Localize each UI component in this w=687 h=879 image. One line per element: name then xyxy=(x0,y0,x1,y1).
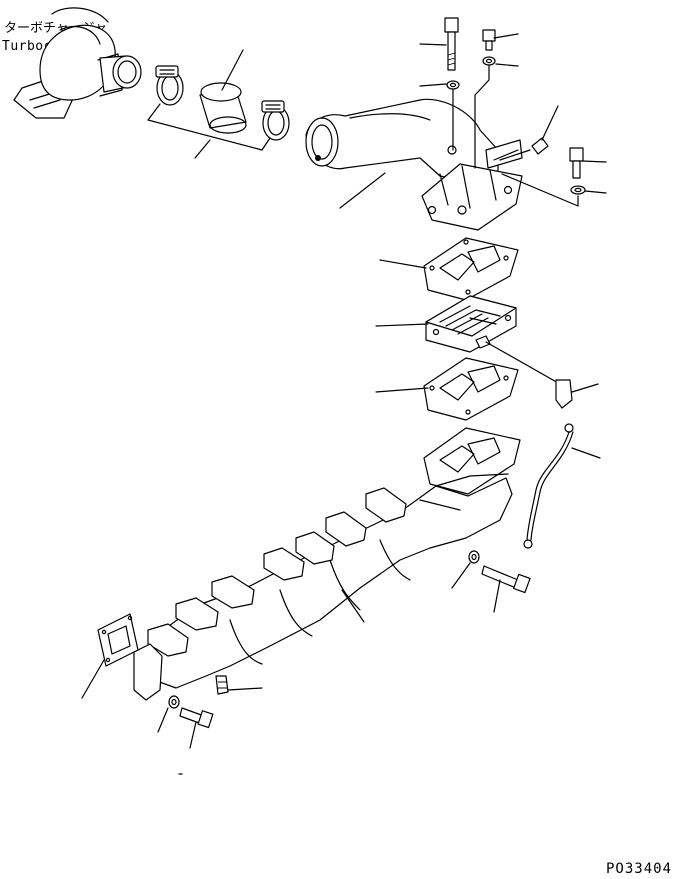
leader-washer-right xyxy=(584,190,607,194)
manifold-bolt xyxy=(481,565,531,594)
leader-hose xyxy=(221,49,244,91)
leader-washer-tr xyxy=(495,63,519,67)
leader-bolt-stack-right xyxy=(501,173,579,207)
drain-plug xyxy=(215,675,229,695)
leader-gasket-upper xyxy=(379,259,427,269)
leader-spacer xyxy=(375,323,429,327)
bolt-right xyxy=(569,147,584,179)
leader-lower-bolt xyxy=(189,721,197,749)
leader-gasket-lower xyxy=(375,387,429,393)
turbocharger xyxy=(13,7,123,119)
exhaust-manifold xyxy=(133,427,521,701)
leader-drain-plug xyxy=(227,687,263,691)
lower-bolt xyxy=(179,707,214,729)
lower-washer xyxy=(168,695,180,709)
washer-top-left xyxy=(446,80,460,90)
manifold-washer xyxy=(468,550,480,564)
hose-clamp-left xyxy=(155,65,184,106)
leader-manifold xyxy=(341,589,365,623)
leader-end-gasket xyxy=(81,659,105,699)
leader-elbow xyxy=(339,172,386,209)
hose-clamp-right xyxy=(261,100,290,141)
sensor-cable xyxy=(523,423,574,549)
leader-washer-tl xyxy=(419,83,447,87)
turbo-outlet-pipe xyxy=(99,55,142,93)
washer-top-right xyxy=(482,56,496,66)
leader-bolt-short xyxy=(493,33,519,39)
leader-lower-washer xyxy=(157,707,169,733)
washer-right xyxy=(570,185,586,195)
leader-cable xyxy=(571,447,601,459)
leader-manifold-washer xyxy=(451,562,471,589)
plug-line xyxy=(499,149,531,161)
end-gasket xyxy=(97,613,139,667)
leader-manifold-bolt xyxy=(493,579,501,613)
leader-plug xyxy=(541,105,559,141)
port-flanges xyxy=(147,487,407,657)
leader-washer-stack xyxy=(452,65,490,169)
elbow-fitting xyxy=(475,335,573,409)
leader-elbow-fitting xyxy=(571,383,599,393)
gasket-lower xyxy=(423,357,519,421)
gasket-upper xyxy=(423,237,519,301)
bolt-short-top xyxy=(482,29,496,51)
spacer-block xyxy=(425,295,517,353)
drawing-number: PO33404 xyxy=(606,861,673,877)
bolt-long-top xyxy=(444,17,459,71)
connecting-hose xyxy=(199,82,247,134)
plug-sensor xyxy=(531,137,549,155)
leader-bolt-right xyxy=(581,160,607,163)
leader-bolt-long xyxy=(419,43,447,46)
outlet-elbow xyxy=(305,98,523,231)
leader-clamps xyxy=(147,103,271,159)
